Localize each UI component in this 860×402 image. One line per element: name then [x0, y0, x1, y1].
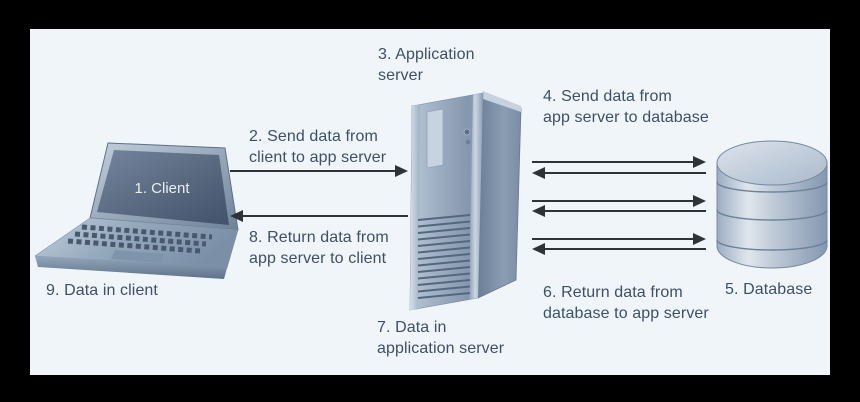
- laptop-front-rim: [35, 256, 227, 279]
- flow-app-to-client-line1: 8. Return data from: [249, 229, 389, 246]
- database-top-face: [716, 140, 828, 186]
- app-server-caption-line2: application server: [377, 340, 505, 357]
- client-caption: 9. Data in client: [46, 282, 158, 299]
- tower-vent-grille: [417, 213, 471, 300]
- diagram-canvas: 1. Client: [30, 29, 830, 375]
- server-tower-icon: [409, 91, 522, 311]
- flow-app-to-client-line2: app server to client: [249, 250, 387, 267]
- flow-client-to-app-line2: client to app server: [249, 149, 387, 166]
- database-cylinder-icon: [716, 140, 828, 269]
- tower-right-corner-highlight: [469, 93, 483, 300]
- arrow-app-to-db-1: [532, 156, 706, 168]
- arrow-db-to-app-2: [532, 205, 706, 217]
- flow-db-to-app-line2: database to app server: [543, 305, 709, 322]
- database-caption: 5. Database: [725, 281, 813, 298]
- laptop-trackpad: [111, 250, 165, 263]
- app-server-caption-line1: 7. Data in: [377, 319, 447, 336]
- arrow-app-to-db-2: [532, 195, 706, 207]
- app-server-caption: 7. Data in application server: [377, 317, 504, 359]
- arrow-client-to-app-server: [230, 165, 408, 177]
- arrow-db-to-app-1: [532, 167, 706, 179]
- laptop-keys: [67, 224, 213, 254]
- laptop-screen: [97, 150, 229, 225]
- arrow-app-to-db-3: [532, 233, 706, 245]
- tower-drive-bay-panel: [426, 108, 444, 169]
- flow-label-db-to-app: 6. Return data from database to app serv…: [543, 282, 709, 324]
- database-body: [716, 162, 828, 269]
- tower-power-button: [463, 128, 471, 136]
- arrow-app-server-to-client: [230, 210, 408, 222]
- flow-client-to-app-line1: 2. Send data from: [249, 128, 378, 145]
- tower-side-face: [477, 92, 522, 299]
- app-server-title-line1: 3. Application: [378, 46, 475, 63]
- flow-app-to-db-line1: 4. Send data from: [543, 88, 672, 105]
- arrow-db-to-app-3: [532, 243, 706, 255]
- laptop-icon: 1. Client: [34, 142, 239, 279]
- client-screen-label: 1. Client: [134, 180, 190, 197]
- database-divider-lines: [716, 181, 828, 251]
- tower-left-edge-highlight: [410, 104, 420, 310]
- flow-app-to-db-line2: app server to database: [543, 109, 709, 126]
- flow-db-to-app-line1: 6. Return data from: [543, 284, 683, 301]
- tower-reset-button: [465, 139, 471, 145]
- flow-label-app-to-client: 8. Return data from app server to client: [249, 227, 389, 269]
- flow-label-client-to-app: 2. Send data from client to app server: [249, 126, 386, 168]
- app-server-title: 3. Application server: [378, 44, 475, 86]
- app-server-title-line2: server: [378, 67, 424, 84]
- tower-top-face: [483, 91, 521, 112]
- tower-slot: [464, 166, 467, 188]
- flow-label-app-to-db: 4. Send data from app server to database: [543, 86, 709, 128]
